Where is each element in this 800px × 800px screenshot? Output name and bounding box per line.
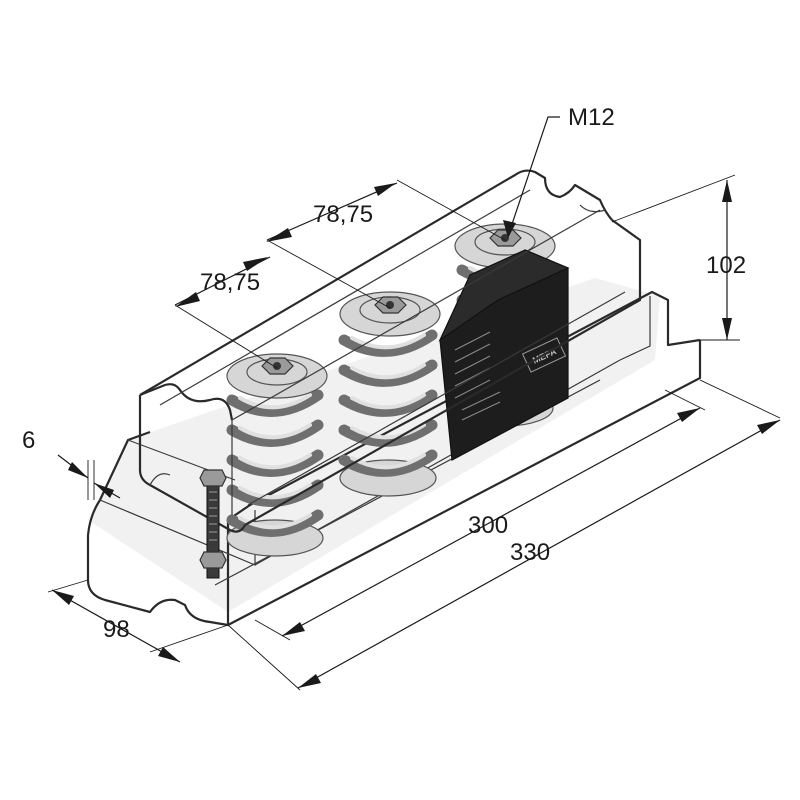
thickness-label: 6 bbox=[22, 427, 35, 454]
top-rail bbox=[138, 169, 642, 533]
dimension-spacing-lower: 78,75 bbox=[174, 256, 278, 369]
dimension-thread: M12 bbox=[503, 104, 615, 238]
thread-label: M12 bbox=[568, 104, 615, 131]
dimension-inner-length: 300 bbox=[254, 389, 706, 641]
dimension-spacing-upper: 78,75 bbox=[266, 179, 506, 309]
dimension-thickness: 6 bbox=[22, 427, 121, 500]
overall-length-label: 330 bbox=[510, 539, 550, 566]
dimension-height: 102 bbox=[611, 174, 746, 341]
leveling-bolt bbox=[199, 469, 227, 579]
width-label: 98 bbox=[103, 616, 130, 643]
inner-length-label: 300 bbox=[468, 512, 508, 539]
spring-1 bbox=[226, 353, 328, 557]
height-label: 102 bbox=[706, 252, 746, 279]
identification-label: MEFA bbox=[438, 249, 570, 461]
spring-2 bbox=[338, 291, 441, 497]
spacing-upper-label: 78,75 bbox=[313, 201, 373, 228]
dimension-width: 98 bbox=[47, 579, 229, 663]
spacing-lower-label: 78,75 bbox=[200, 269, 260, 296]
dimension-overall-length: 330 bbox=[227, 379, 781, 691]
